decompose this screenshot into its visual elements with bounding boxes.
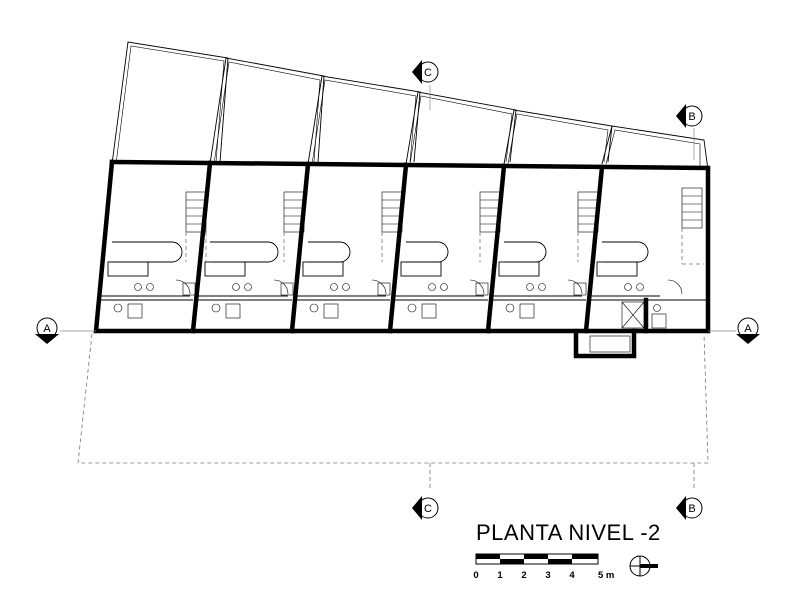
- marker-label: B: [688, 503, 695, 515]
- scale-label-0: 0: [473, 570, 478, 581]
- section-marker-c-top: C: [412, 60, 439, 84]
- scale-label-1: 1: [497, 570, 503, 581]
- scale-label-5: 5 m: [598, 570, 614, 581]
- lower-level-outline: [77, 333, 709, 464]
- unit-interiors: [98, 241, 706, 353]
- marker-label: C: [424, 67, 432, 79]
- walls: [93, 159, 711, 359]
- marker-label: A: [43, 323, 51, 335]
- section-marker-c-bottom: C: [412, 496, 439, 520]
- scale-label-2: 2: [521, 570, 526, 581]
- section-marker-a-left: A: [35, 317, 59, 344]
- terraces: [111, 41, 709, 171]
- section-marker-a-right: A: [736, 317, 760, 344]
- section-marker-b-bottom: B: [676, 496, 703, 520]
- marker-label: C: [424, 503, 432, 515]
- north-arrow-icon: [629, 555, 658, 577]
- drawing-title: PLANTA NIVEL -2: [476, 520, 661, 545]
- stair-icon: [185, 187, 704, 265]
- marker-label: A: [744, 323, 752, 335]
- scale-label-3: 3: [545, 570, 550, 581]
- scale-bar: 0 1 2 3 4 5 m: [473, 553, 614, 581]
- marker-label: B: [688, 111, 695, 123]
- section-marker-b-top: B: [676, 104, 703, 128]
- scale-label-4: 4: [569, 570, 575, 581]
